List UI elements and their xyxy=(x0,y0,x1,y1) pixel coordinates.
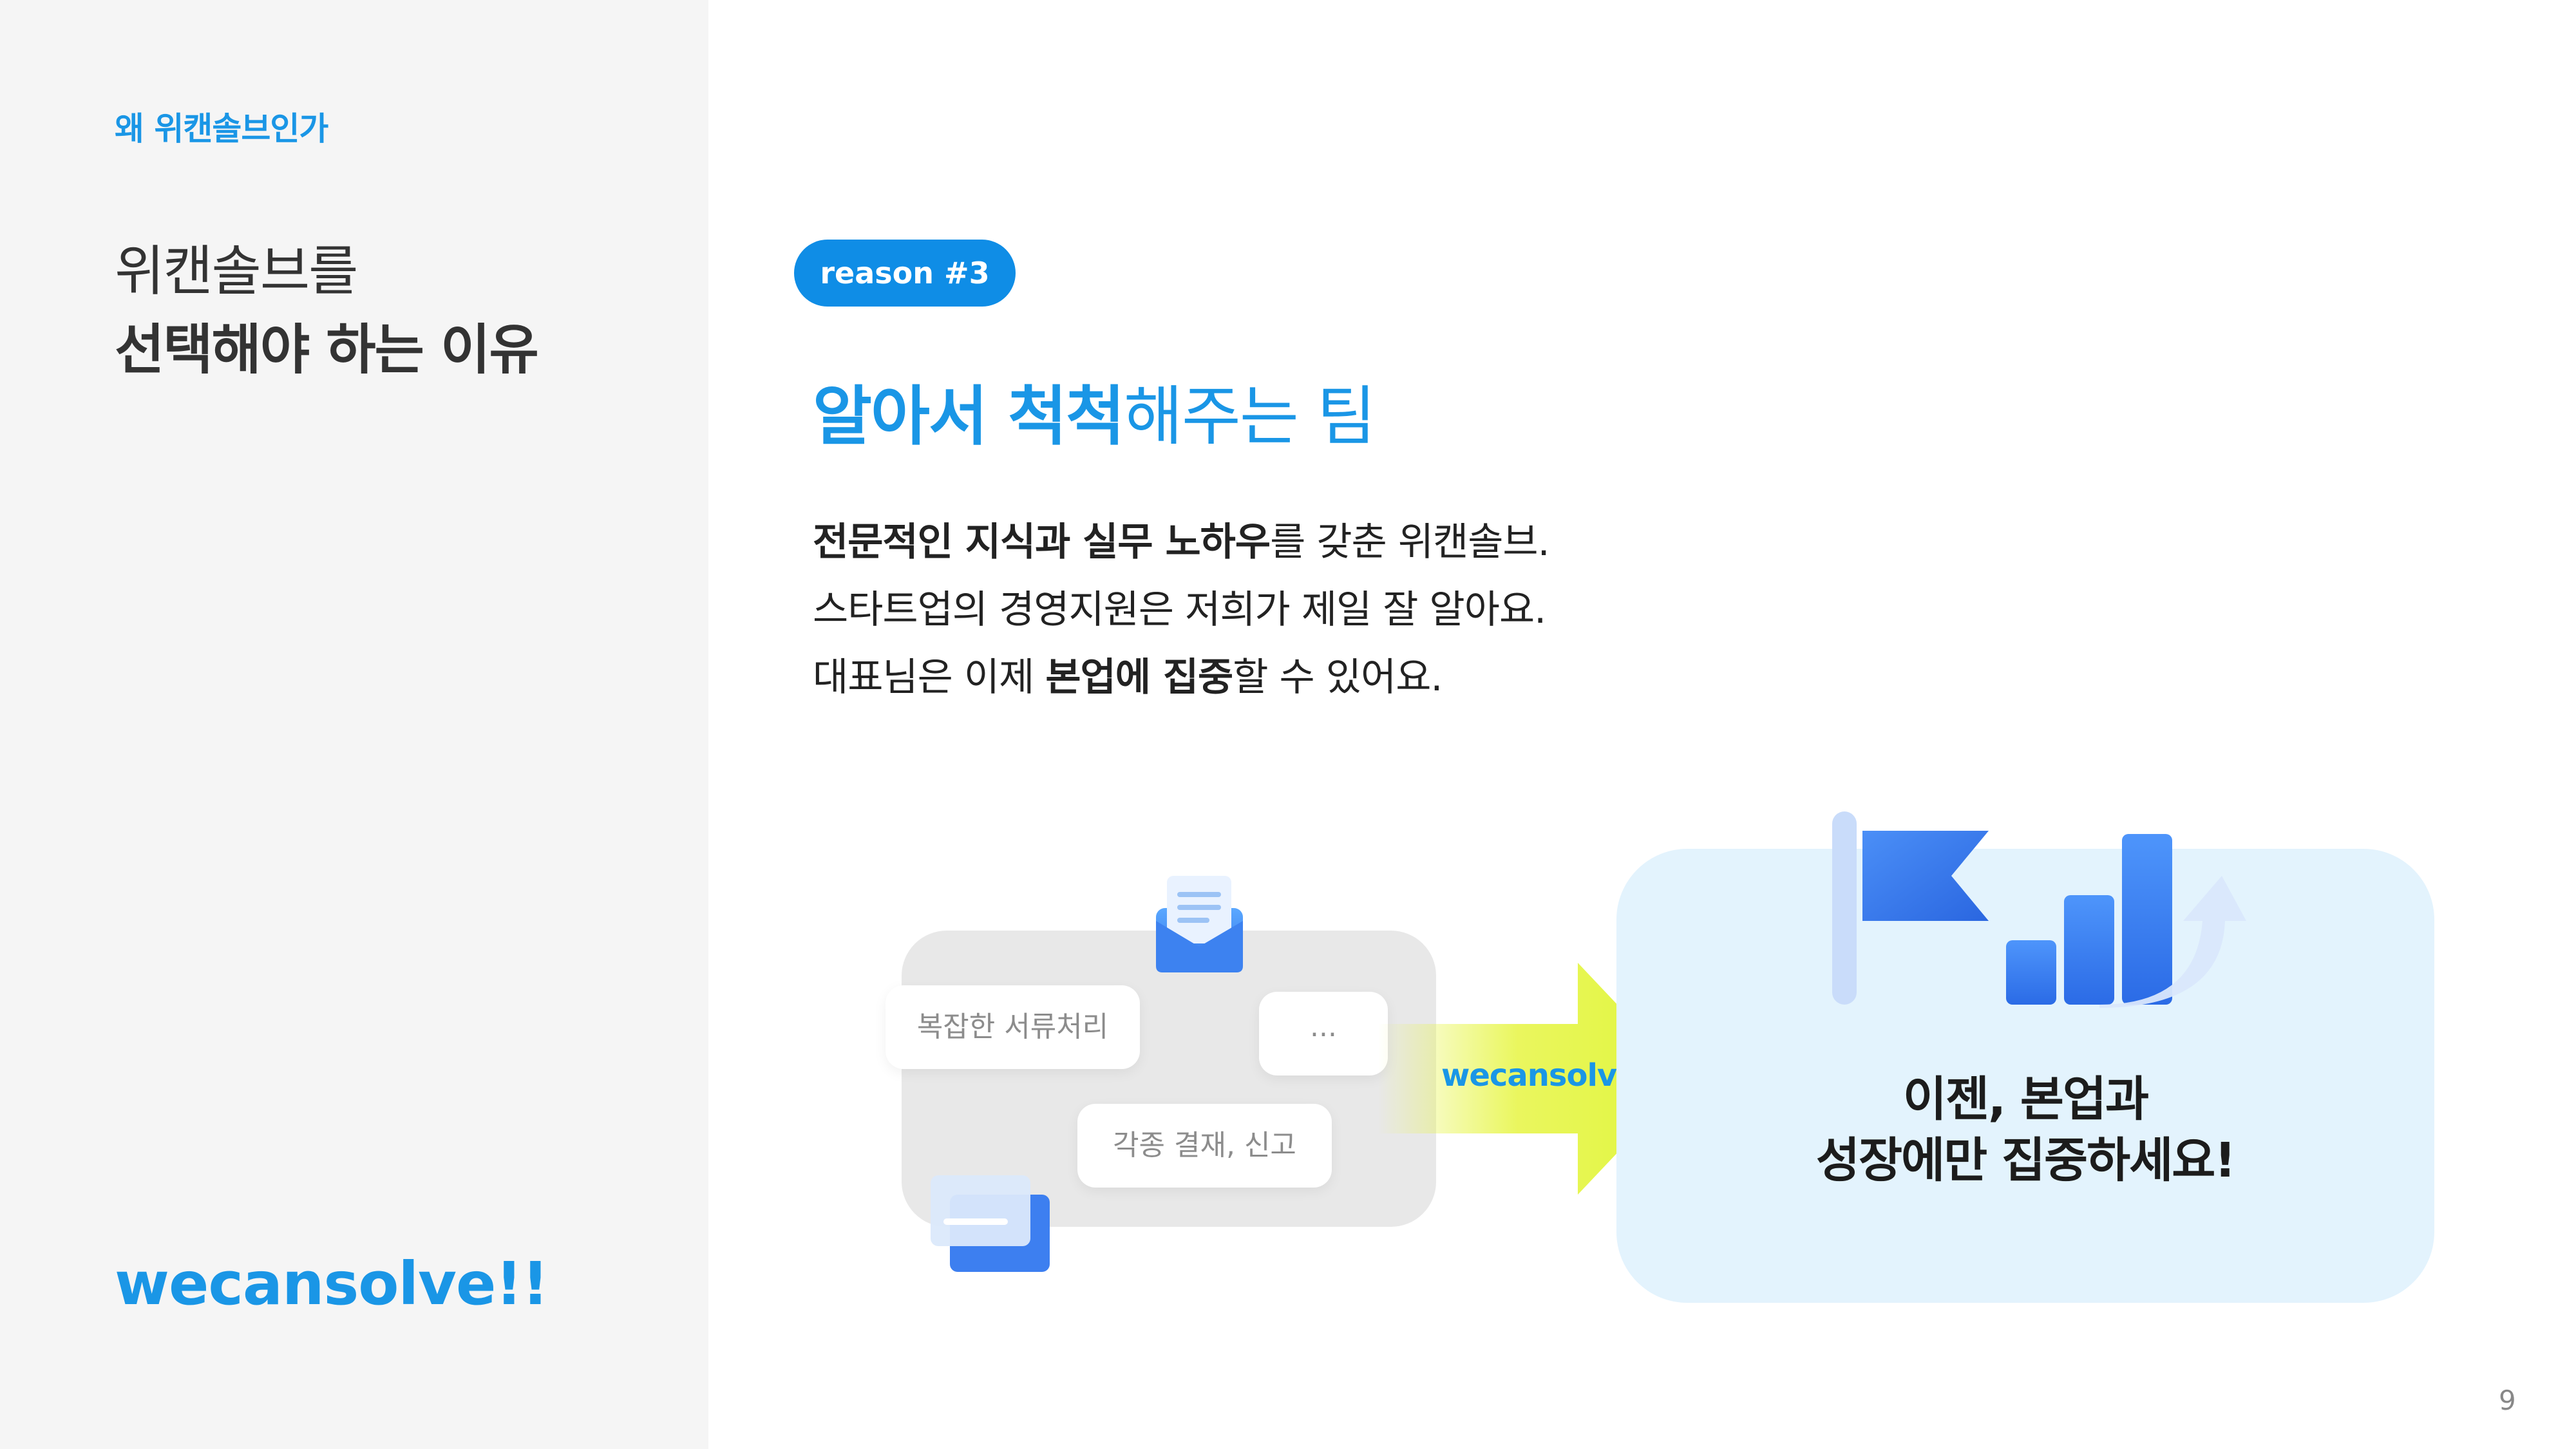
sidebar-title: 위캔솔브를 선택해야 하는 이유 xyxy=(115,232,539,389)
body-line-2: 스타트업의 경영지원은 저희가 제일 잘 알아요. xyxy=(813,587,1546,632)
growth-chart-icon xyxy=(2006,834,2246,1008)
headline: 알아서 척척해주는 팀 xyxy=(813,364,1376,457)
brand-logo: wecansolve!! xyxy=(115,1249,549,1318)
result-line-2: 성장에만 집중하세요! xyxy=(1815,1133,2236,1188)
headline-regular: 해주는 팀 xyxy=(1123,379,1376,454)
body-text: 전문적인 지식과 실무 노하우를 갖춘 위캔솔브. 스타트업의 경영지원은 저희… xyxy=(813,509,1550,712)
result-line-1: 이젠, 본업과 xyxy=(1902,1072,2149,1127)
reason-badge: reason #3 xyxy=(794,240,1016,307)
mail-icon xyxy=(1156,876,1243,972)
sidebar-title-line2: 선택해야 하는 이유 xyxy=(115,318,539,381)
headline-bold: 알아서 척척 xyxy=(813,379,1125,454)
body-line1-rest: 를 갖춘 위캔솔브. xyxy=(1270,520,1550,565)
body-line3-pre: 대표님은 이제 xyxy=(813,655,1046,700)
page-number: 9 xyxy=(2499,1385,2516,1416)
arrow-right-icon xyxy=(1378,963,1687,1195)
result-box xyxy=(1616,849,2434,1303)
body-line-3: 대표님은 이제 본업에 집중할 수 있어요. xyxy=(813,644,1549,712)
result-message: 이젠, 본업과 성장에만 집중하세요! xyxy=(1616,1069,2434,1191)
chip-more: ... xyxy=(1259,992,1388,1075)
body-line-1: 전문적인 지식과 실무 노하우를 갖춘 위캔솔브. xyxy=(813,509,1550,576)
sidebar: 왜 위캔솔브인가 위캔솔브를 선택해야 하는 이유 wecansolve!! xyxy=(0,0,708,1449)
body-line3-post: 할 수 있어요. xyxy=(1233,655,1443,700)
section-label: 왜 위캔솔브인가 xyxy=(115,110,328,147)
body-line1-bold: 전문적인 지식과 실무 노하우 xyxy=(813,520,1271,565)
sidebar-title-line1: 위캔솔브를 xyxy=(115,240,358,303)
chip-paperwork: 복잡한 서류처리 xyxy=(886,985,1140,1069)
body-line3-bold: 본업에 집중 xyxy=(1045,655,1233,700)
flag-icon xyxy=(1832,811,1989,1005)
card-icon xyxy=(931,1175,1050,1272)
chip-approvals: 각종 결재, 신고 xyxy=(1077,1104,1332,1188)
